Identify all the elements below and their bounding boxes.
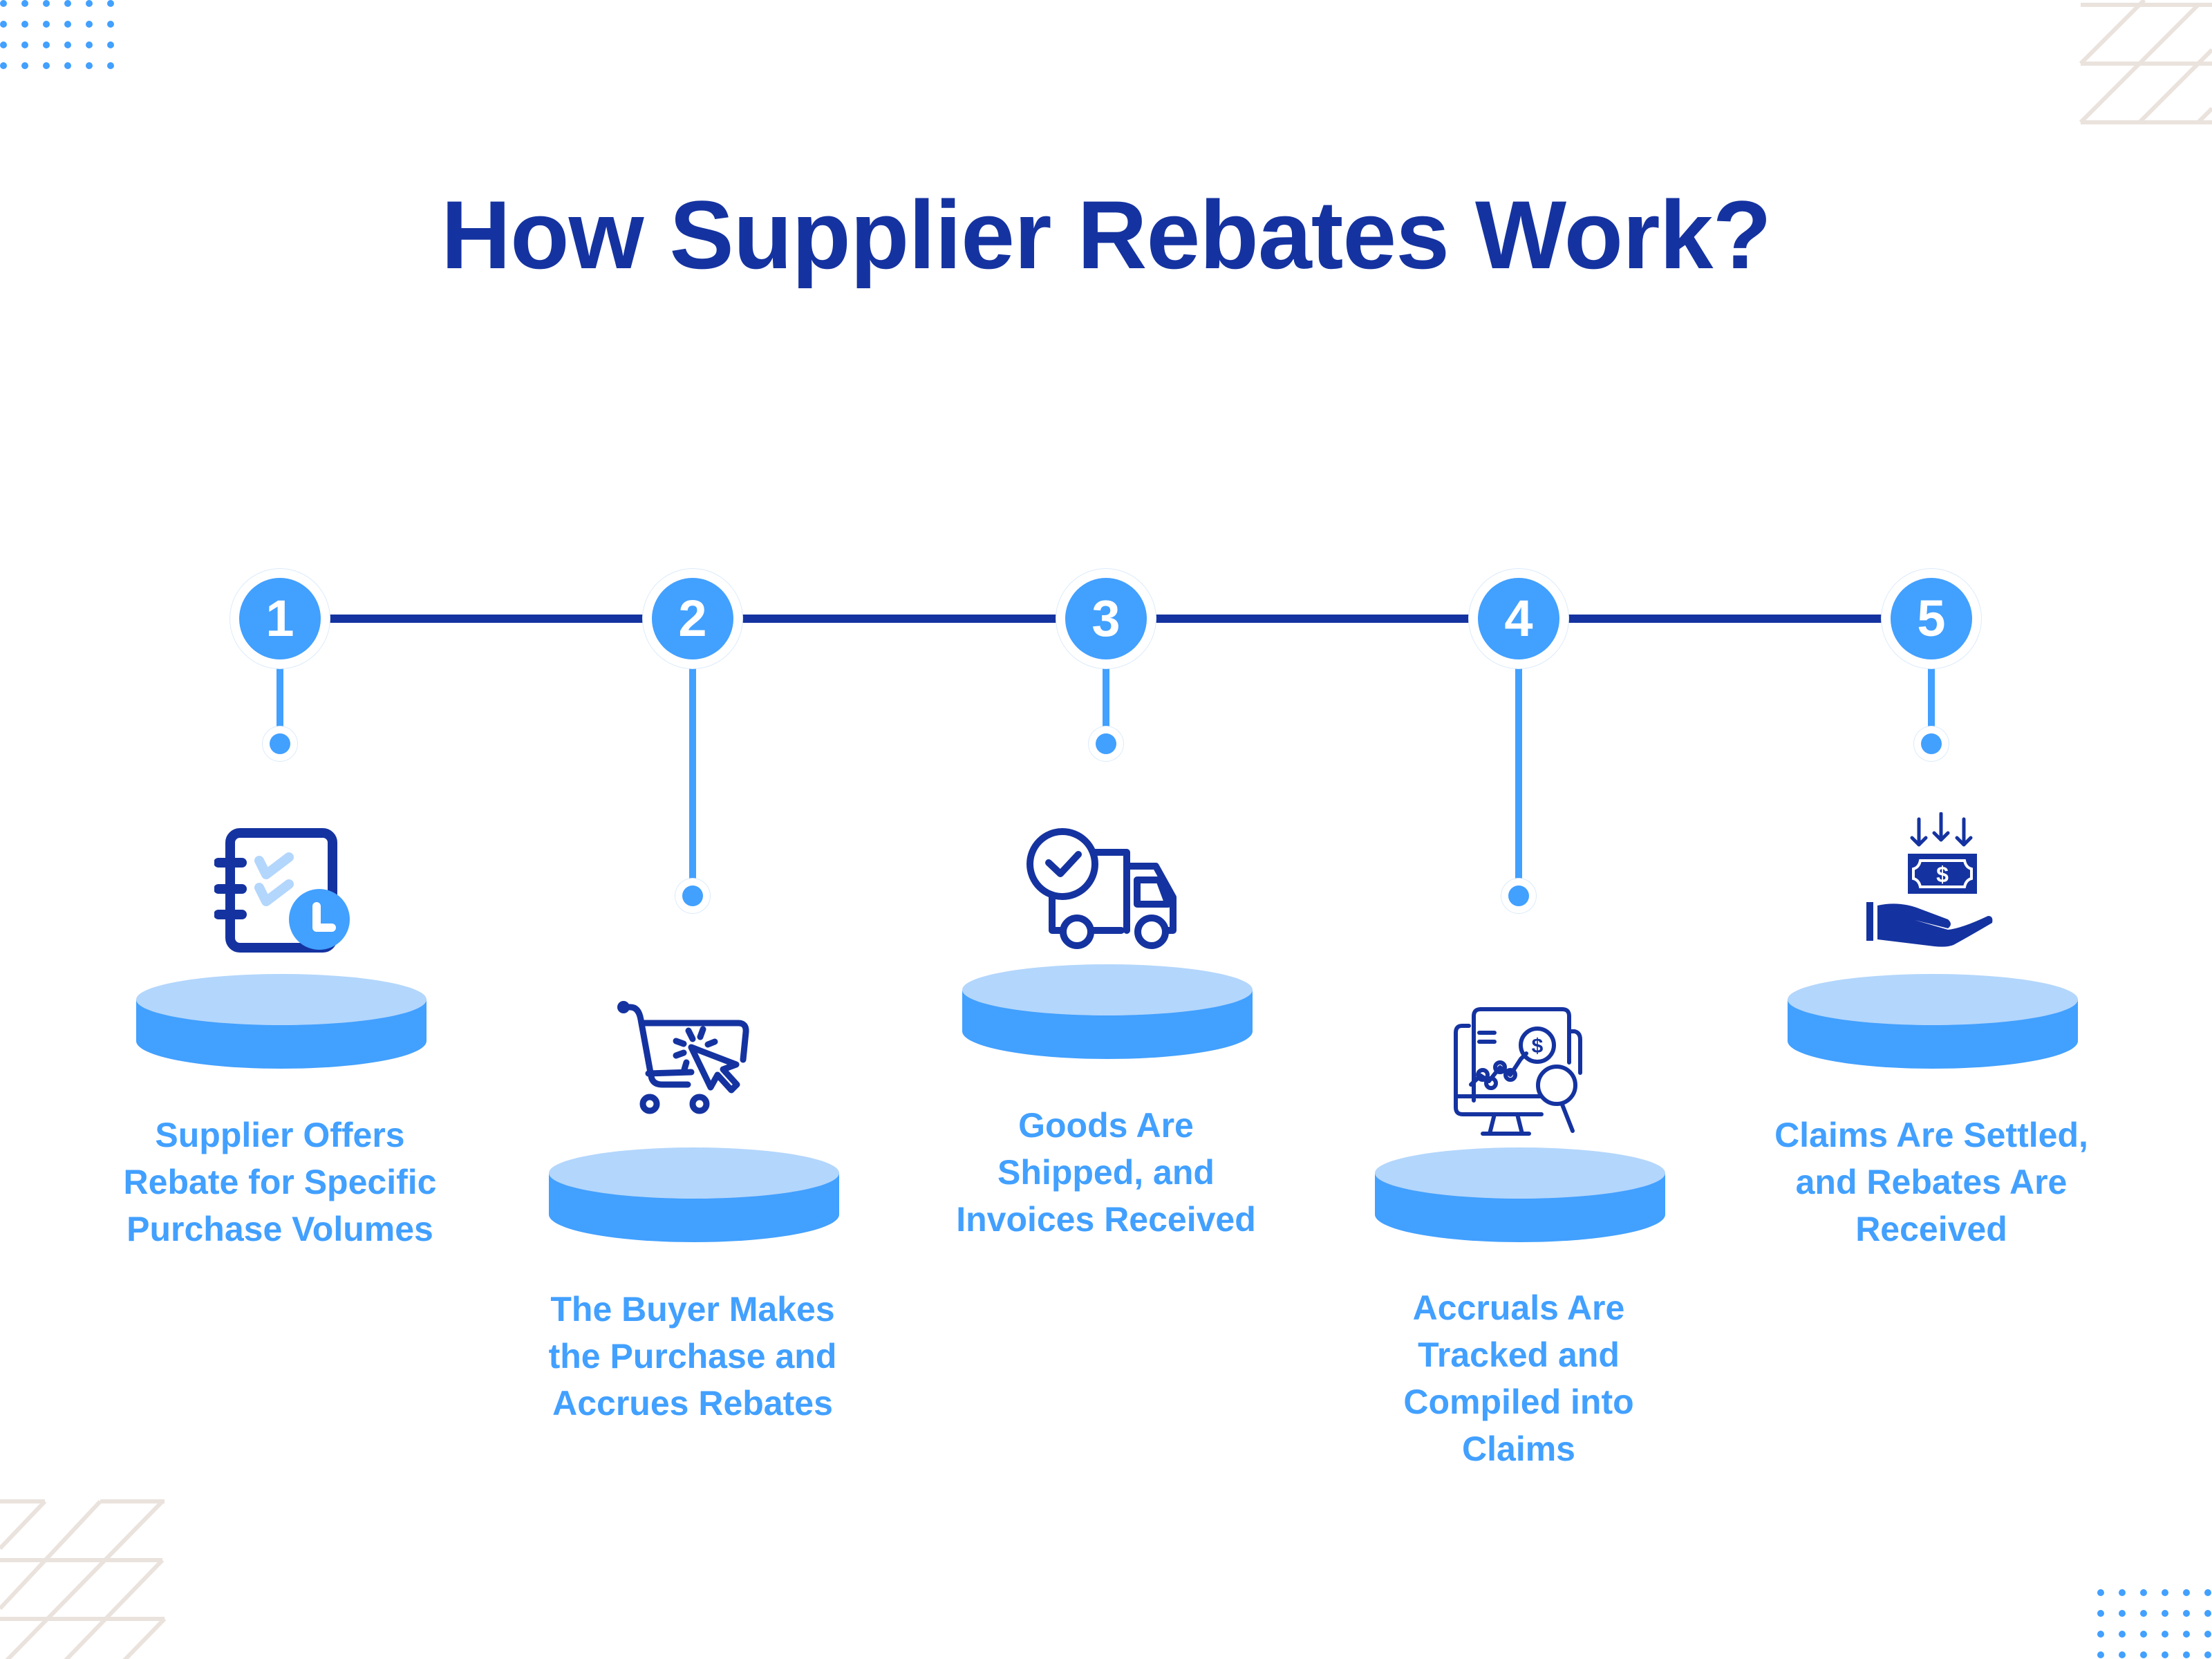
step-description: The Buyer Makes the Purchase and Accrues… bbox=[548, 1290, 837, 1423]
step-number-badge: 3 bbox=[1065, 578, 1147, 659]
step-number-badge: 4 bbox=[1478, 578, 1559, 659]
dot-pattern-top-left bbox=[0, 0, 114, 69]
timeline-connector bbox=[325, 615, 648, 623]
timeline-connector bbox=[1564, 615, 1887, 623]
podium bbox=[962, 964, 1253, 1059]
step-connector-end-dot bbox=[682, 885, 703, 906]
page-title: How Supplier Rebates Work? bbox=[441, 180, 1772, 289]
timeline-connector bbox=[1151, 615, 1474, 623]
step-connector-end-dot bbox=[1096, 733, 1116, 754]
step-connector-end-dot bbox=[1921, 733, 1942, 754]
step-connector-end-dot bbox=[270, 733, 290, 754]
step-connector-stem bbox=[1928, 650, 1935, 744]
step-number-badge: 1 bbox=[239, 578, 321, 659]
step-number-badge: 5 bbox=[1891, 578, 1972, 659]
podium bbox=[549, 1147, 839, 1242]
step-description: Claims Are Settled, and Rebates Are Rece… bbox=[1774, 1116, 2088, 1248]
svg-text:$: $ bbox=[1532, 1035, 1544, 1058]
svg-text:$: $ bbox=[1936, 862, 1949, 887]
step-description: Supplier Offers Rebate for Specific Purc… bbox=[123, 1116, 437, 1248]
podium bbox=[1375, 1147, 1665, 1242]
step-connector-stem bbox=[1515, 650, 1522, 896]
step-description: Accruals Are Tracked and Compiled into C… bbox=[1403, 1288, 1634, 1468]
dot-pattern-bottom-right bbox=[2097, 1589, 2211, 1658]
step-connector-stem bbox=[689, 650, 696, 896]
step-connector-end-dot bbox=[1508, 885, 1529, 906]
podium bbox=[1788, 974, 2078, 1069]
step-number-badge: 2 bbox=[652, 578, 733, 659]
step-description: Goods Are Shipped, and Invoices Received bbox=[956, 1106, 1256, 1239]
timeline-connector bbox=[738, 615, 1061, 623]
shopping-cart-click-icon bbox=[617, 1001, 749, 1114]
step-connector-stem bbox=[276, 650, 283, 744]
delivery-truck-check-icon bbox=[1027, 828, 1177, 949]
step-connector-stem bbox=[1103, 650, 1109, 744]
checklist-clock-icon bbox=[214, 828, 350, 953]
grid-pattern-bottom-left bbox=[0, 1499, 167, 1659]
hand-receiving-money-icon: $ bbox=[1866, 812, 1993, 947]
monitor-analytics-search-icon: $ bbox=[1454, 1007, 1582, 1136]
grid-pattern-top-right bbox=[2079, 0, 2212, 124]
podium bbox=[136, 974, 427, 1069]
